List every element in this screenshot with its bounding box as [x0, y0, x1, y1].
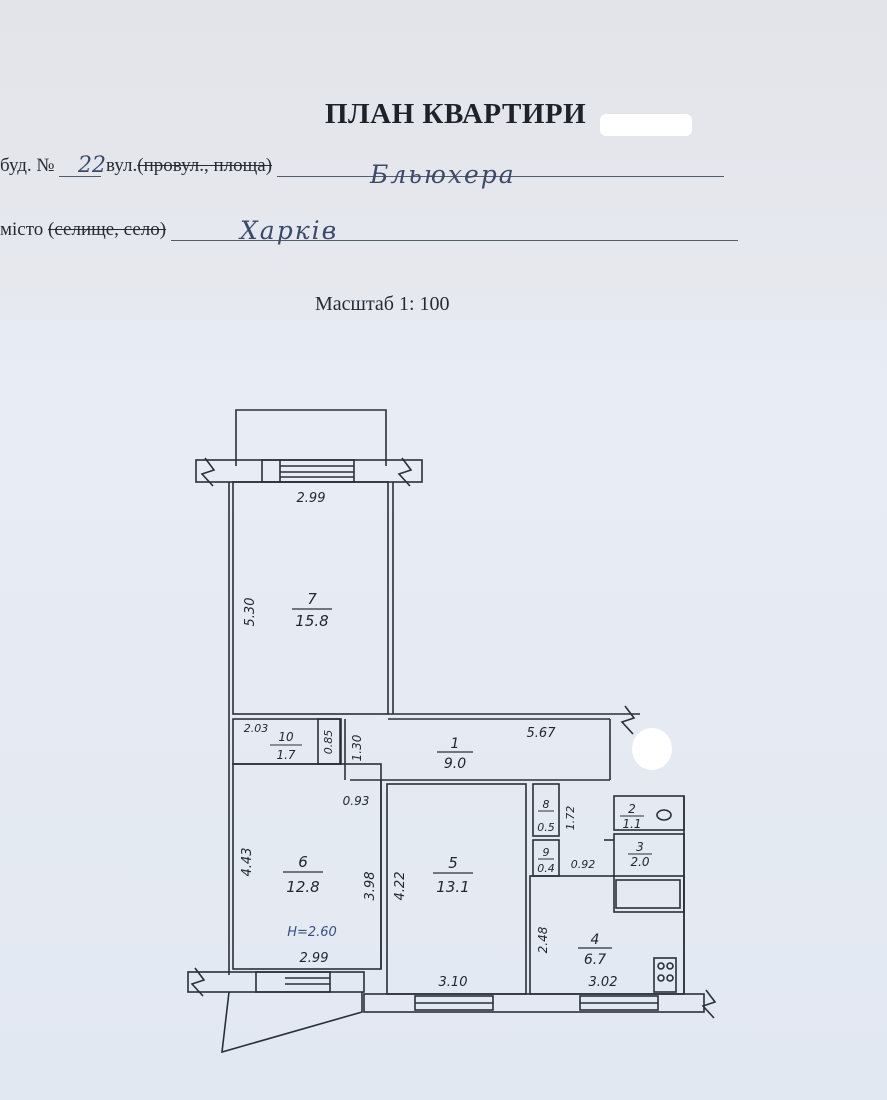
- stove: [653, 957, 677, 993]
- room-7-outline: [232, 481, 389, 715]
- room-6-number: 6: [298, 853, 308, 871]
- dim-closet-height: 0.85: [322, 730, 335, 755]
- city-line: місто (селище, село): [0, 219, 738, 241]
- building-number-handwritten: 22: [78, 153, 106, 178]
- top-balcony: [235, 409, 387, 466]
- room-3-area: 2.0: [630, 855, 649, 869]
- room-8-area: 0.5: [537, 821, 555, 834]
- room-3-outline: [613, 833, 685, 913]
- room-4-area: 6.7: [584, 952, 606, 968]
- break-mark: [620, 705, 636, 735]
- street-struck-text: (провул., площа): [137, 155, 273, 176]
- building-number-blank: [59, 155, 102, 177]
- bottom-exterior-wall: [363, 993, 705, 1013]
- room-2-number: 2: [628, 802, 636, 816]
- dim-kitchen-height: 2.48: [536, 926, 550, 953]
- bottom-left-exterior-wall: [187, 971, 365, 993]
- dim-small-height: 1.72: [564, 806, 577, 831]
- dim-top-width: 2.99: [297, 491, 326, 506]
- ceiling-height: H=2.60: [287, 925, 337, 940]
- room-2-area: 1.1: [622, 817, 641, 831]
- room-6-area: 12.8: [286, 878, 319, 896]
- room-4-number: 4: [591, 932, 600, 948]
- top-window: [261, 459, 355, 483]
- bathtub: [615, 879, 681, 909]
- room-10-number: 10: [278, 730, 294, 744]
- room-7-number: 7: [307, 590, 317, 608]
- bottom-left-window: [255, 971, 331, 993]
- room-1-number: 1: [451, 736, 460, 752]
- stove-burner: [666, 974, 674, 982]
- street-label: вул.: [106, 155, 138, 176]
- dim-hall-height: 1.30: [350, 734, 364, 761]
- room-8-number: 8: [543, 798, 550, 811]
- dim-room6-inner: 3.98: [363, 872, 378, 901]
- break-mark: [397, 457, 413, 487]
- break-mark: [200, 457, 216, 487]
- building-street-line: буд. № вул.(провул., площа): [0, 155, 724, 177]
- dim-closet-width: 2.03: [244, 722, 269, 735]
- room-3-number: 3: [636, 840, 644, 854]
- dim-door-width: 0.93: [343, 794, 370, 808]
- room-5-number: 5: [448, 854, 458, 872]
- city-label: місто: [0, 219, 44, 240]
- plan-walls: [187, 409, 717, 1054]
- dim-small-width: 0.92: [571, 858, 596, 871]
- paper-fold-shade: [0, 0, 887, 320]
- room-10-area: 1.7: [276, 748, 295, 762]
- room-1-area: 9.0: [444, 756, 466, 772]
- building-label: буд. №: [0, 155, 55, 176]
- top-exterior-wall: [195, 459, 423, 483]
- room-5-area: 13.1: [436, 878, 469, 896]
- toilet: [656, 809, 672, 821]
- city-blank: [170, 219, 738, 241]
- stove-burner: [657, 974, 665, 982]
- dim-left-height: 5.30: [243, 598, 258, 627]
- redaction-mark-plan: [632, 728, 672, 770]
- dim-kitchen-width: 3.02: [589, 975, 618, 990]
- stove-burner: [666, 962, 674, 970]
- dim-room6-width: 2.99: [300, 951, 329, 966]
- room-7-area: 15.8: [295, 612, 328, 630]
- street-blank: [276, 155, 724, 177]
- dimension-labels: 2.99 5.30 5.67 1.30 2.03 0.85 0.93 4.43 …: [240, 491, 617, 990]
- redaction-mark: [600, 114, 692, 136]
- dim-room5-width: 3.10: [439, 975, 468, 990]
- room-9-area: 0.4: [537, 862, 555, 875]
- room-8-outline: [532, 783, 560, 837]
- city-handwritten: Харків: [240, 216, 339, 245]
- room-9-number: 9: [543, 846, 550, 859]
- dim-room6-height: 4.43: [240, 848, 255, 877]
- dim-hall-width: 5.67: [527, 726, 557, 741]
- scale-label: Масштаб 1: 100: [315, 293, 450, 315]
- stove-burner: [657, 962, 665, 970]
- break-mark: [190, 967, 206, 997]
- break-mark: [701, 989, 717, 1019]
- page-title: ПЛАН КВАРТИРИ: [325, 98, 587, 130]
- street-handwritten: Бльюхера: [370, 160, 516, 189]
- dim-room5-height: 4.22: [393, 872, 408, 901]
- city-struck-text: (селище, село): [48, 219, 167, 240]
- bottom-balcony: [221, 991, 363, 1054]
- room-labels: 7 15.8 1 9.0 10 1.7 6 12.8 5 13.1 2 1.1 …: [270, 590, 652, 968]
